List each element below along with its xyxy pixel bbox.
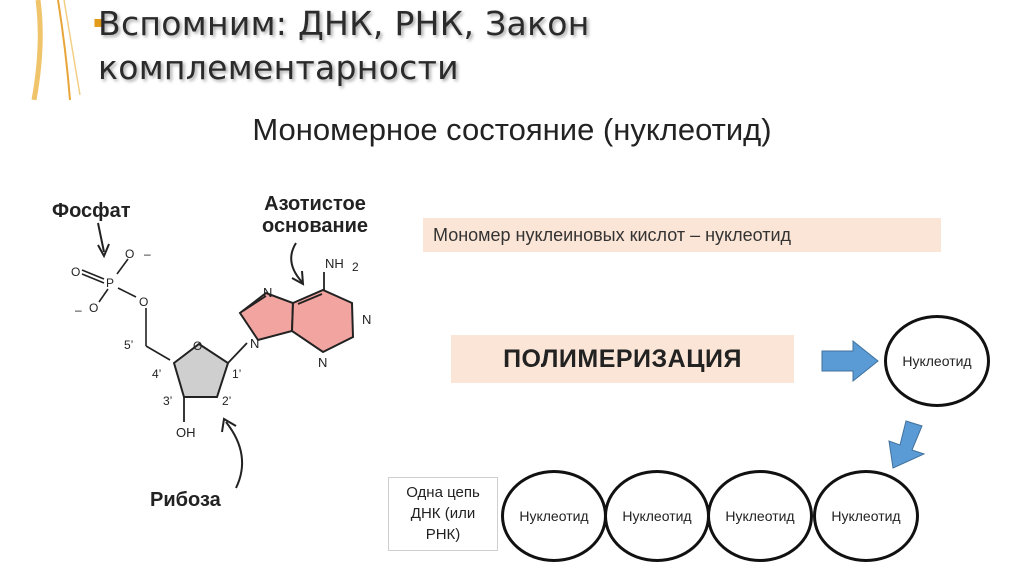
charge-bottom: –: [75, 303, 82, 317]
atom-o-bottom: O: [89, 301, 98, 315]
atom-p: P: [106, 276, 114, 290]
chain-nucleotide-node: Нуклеотид: [501, 470, 607, 562]
phosphate-pointer-arrow: [97, 222, 110, 259]
ribose-pointer-arrow: [221, 417, 243, 489]
right-arrow: [821, 339, 879, 383]
chain-label-line1: Одна цепь: [406, 484, 480, 501]
down-left-arrow: [888, 420, 926, 469]
base-label: Азотистое основание: [247, 193, 383, 237]
base-label-line1: Азотистое: [264, 193, 366, 215]
single-nucleotide-node: Нуклеотид: [884, 315, 990, 407]
slide-title-line1: Вспомним: ДНК, РНК, Закон: [98, 4, 590, 43]
atom-o-double: O: [71, 265, 80, 279]
chain-label-line3: РНК): [425, 526, 461, 543]
amino-subscript: 2: [352, 260, 359, 274]
carbon-2: 2’: [222, 394, 231, 408]
slide-title-line2: комплементарности: [98, 48, 459, 87]
ribose-bonds: [183, 342, 248, 422]
carbon-4: 4’: [152, 367, 161, 381]
atom-n7: N: [263, 285, 272, 300]
ribose-label: Рибоза: [150, 489, 221, 511]
atom-n1: N: [362, 312, 371, 327]
chain-nucleotide-node: Нуклеотид: [707, 470, 813, 562]
hydroxyl-group: OH: [176, 425, 196, 440]
nucleotide-structure: O – O P O – O O 5’ 4’ 1’ 3’ 2’ OH N N N …: [71, 222, 371, 489]
amino-group: NH: [325, 256, 344, 271]
charge-top: –: [144, 247, 151, 261]
base-bonds: [242, 272, 325, 312]
carbon-5: 5’: [124, 338, 133, 352]
atom-n9: N: [250, 336, 259, 351]
chain-nucleotide-node: Нуклеотид: [813, 470, 919, 562]
ribose-ring: [172, 342, 230, 398]
atom-o-top: O: [125, 247, 134, 261]
chain-label: Одна цепь ДНК (или РНК): [388, 477, 498, 551]
decorative-curves: [31, 0, 81, 100]
atom-n3: N: [318, 355, 327, 370]
title-bullet: ▪: [93, 12, 104, 31]
atom-o-ester: O: [139, 295, 148, 309]
atom-o-ring: O: [193, 339, 202, 353]
phosphate-label: Фосфат: [52, 200, 131, 222]
chain-label-line2: ДНК (или: [410, 505, 476, 522]
polymerization-label: ПОЛИМЕРИЗАЦИЯ: [451, 335, 794, 383]
slide-title: Вспомним: ДНК, РНК, Закон комплементарно…: [98, 2, 998, 90]
phosphate-bonds: [81, 258, 171, 361]
base-label-line2: основание: [261, 215, 369, 237]
base-pyrimidine-ring: [290, 288, 355, 354]
base-pointer-arrow: [290, 242, 305, 286]
diagram-title: Мономерное состояние (нуклеотид): [252, 112, 772, 147]
carbon-1: 1’: [232, 367, 241, 381]
carbon-3: 3’: [163, 394, 172, 408]
monomer-caption: Мономер нуклеиновых кислот – нуклеотид: [423, 218, 941, 252]
chain-nucleotide-node: Нуклеотид: [604, 470, 710, 562]
